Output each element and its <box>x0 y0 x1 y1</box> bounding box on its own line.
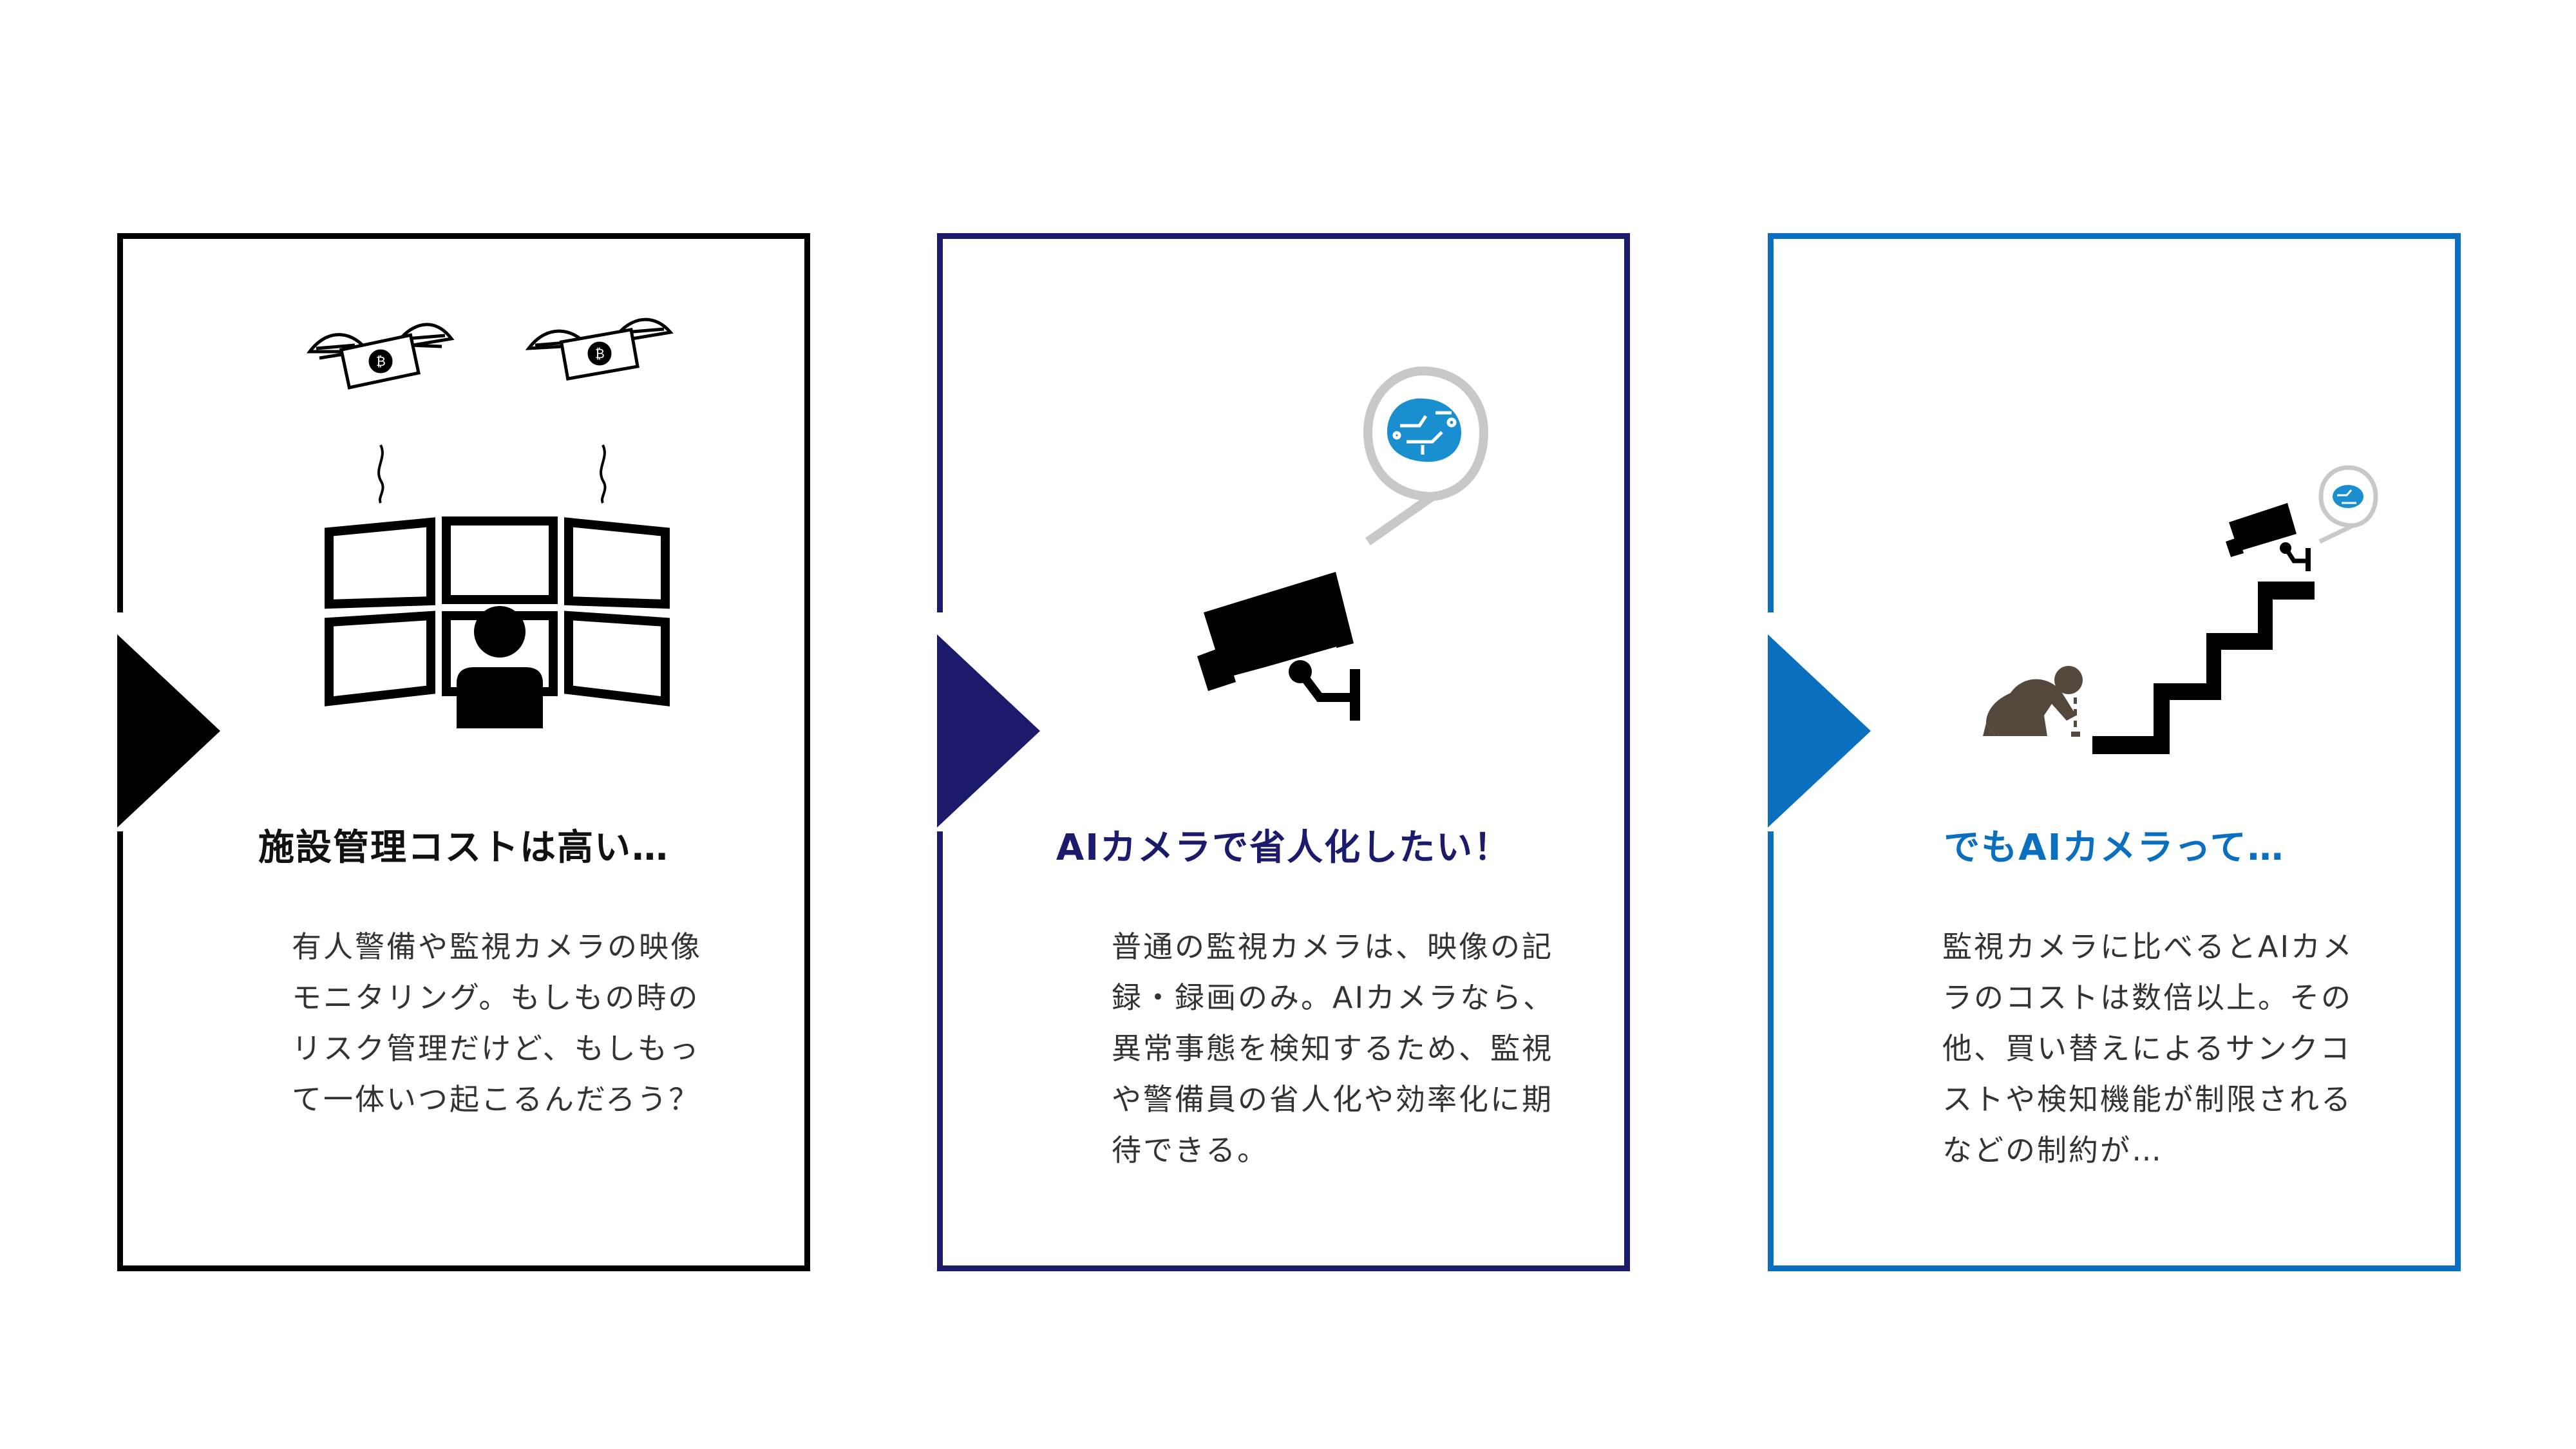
svg-text:₿: ₿ <box>595 346 605 361</box>
card-ai-camera: AIカメラで省人化したい！ 普通の監視カメラは、映像の記 録・録画のみ。AIカメ… <box>934 233 1630 1271</box>
ai-camera-illustration <box>1197 366 1489 721</box>
svg-text:₿: ₿ <box>376 354 386 369</box>
security-camera-icon <box>1197 572 1360 721</box>
card-facility-cost: ₿ ₿ 施設管理コストは高い… 有人警備や監視カ <box>114 233 810 1271</box>
card-ai-camera-cost: でもAIカメラって… 監視カメラに比べるとAIカメ ラのコストは数倍以上。その … <box>1765 233 2461 1271</box>
card-body: 監視カメラに比べるとAIカメ ラのコストは数倍以上。その 他、買い替えによるサン… <box>1942 929 2354 1168</box>
card-body: 普通の監視カメラは、映像の記 録・録画のみ。AIカメラなら、 異常事態を検知する… <box>1112 929 1555 1168</box>
card-title: AIカメラで省人化したい！ <box>1056 827 1511 869</box>
kneeling-person-icon <box>1983 666 2083 736</box>
flying-money-icon: ₿ <box>525 317 674 381</box>
card-title: でもAIカメラって… <box>1944 827 2285 869</box>
operator-icon <box>457 606 543 728</box>
brain-bubble-icon <box>1363 366 1489 545</box>
arrow-marker <box>937 634 1040 828</box>
staircase-icon <box>2092 582 2315 754</box>
flying-money-icon: ₿ <box>306 323 455 390</box>
arrow-marker <box>117 634 220 828</box>
monitoring-illustration: ₿ ₿ <box>306 317 674 728</box>
card-body: 有人警備や監視カメラの映像 モニタリング。もしもの時の リスク管理だけど、もしも… <box>292 929 702 1117</box>
card-title: 施設管理コストは高い… <box>258 827 669 869</box>
cost-staircase-illustration <box>1983 465 2378 754</box>
brain-bubble-icon <box>2318 465 2378 544</box>
security-camera-icon <box>2226 503 2311 571</box>
arrow-marker <box>1768 634 1871 828</box>
